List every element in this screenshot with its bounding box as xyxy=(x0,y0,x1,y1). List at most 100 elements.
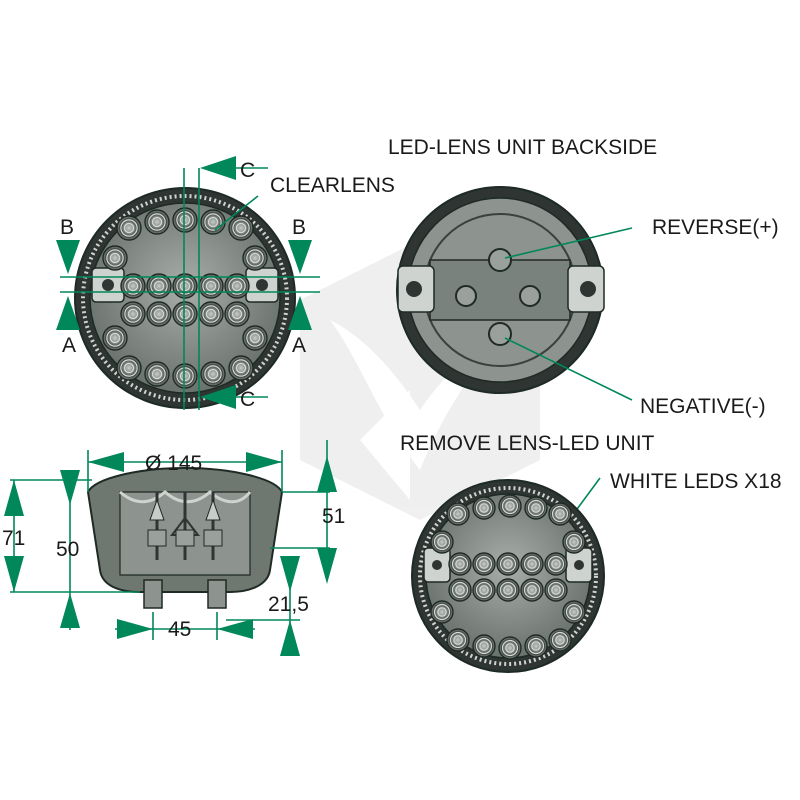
led-icon xyxy=(150,305,168,323)
led-icon xyxy=(207,216,219,228)
led-icon xyxy=(475,499,493,517)
led-icon xyxy=(547,581,565,599)
label-c-top: C xyxy=(240,159,255,182)
led-icon xyxy=(205,308,217,320)
led-icon xyxy=(565,533,583,551)
led-icon xyxy=(475,555,493,573)
led-icon xyxy=(124,277,142,295)
label-b-left: B xyxy=(60,216,74,239)
terminal-reverse xyxy=(488,248,512,272)
led-icon xyxy=(437,537,447,547)
led-icon xyxy=(228,277,246,295)
led-icon xyxy=(148,213,166,231)
led-icon xyxy=(176,277,194,295)
section-lines-front xyxy=(60,167,320,410)
led-icon xyxy=(479,641,489,651)
led-icon xyxy=(449,505,467,523)
dim-mount-spacing: 45 xyxy=(168,618,191,641)
led-icon xyxy=(127,280,139,292)
led-icon xyxy=(235,362,247,374)
label-a-right: A xyxy=(292,334,306,357)
led-icon xyxy=(531,641,541,651)
led-icon xyxy=(475,637,493,655)
dim-depth: 51 xyxy=(322,505,345,528)
led-icon xyxy=(205,280,217,292)
label-c-bottom: C xyxy=(240,388,255,411)
led-icon xyxy=(551,631,569,649)
label-reverse: REVERSE(+) xyxy=(652,216,779,239)
led-icon xyxy=(176,367,194,385)
led-icon xyxy=(151,368,163,380)
led-icon xyxy=(527,637,545,655)
led-icon xyxy=(523,581,541,599)
led-icon xyxy=(531,503,541,513)
led-icon xyxy=(569,607,579,617)
led-icon xyxy=(109,332,121,344)
led-icon xyxy=(176,211,194,229)
led-icon xyxy=(433,603,451,621)
arrow-a-left xyxy=(56,296,80,330)
led-icon xyxy=(501,639,519,657)
led-icon xyxy=(569,537,579,547)
arrow-50-bottom xyxy=(60,593,80,628)
arrow-51-bottom xyxy=(317,548,337,584)
led-icon xyxy=(179,308,191,320)
led-icon xyxy=(179,280,191,292)
leader-reverse xyxy=(504,227,633,259)
backside-title: LED-LENS UNIT BACKSIDE xyxy=(388,136,657,159)
led-icon xyxy=(249,252,261,264)
led-icon xyxy=(527,559,537,569)
arrow-a-right xyxy=(288,296,312,330)
arrow-21-top xyxy=(280,556,300,592)
led-icon xyxy=(449,631,467,649)
led-icon xyxy=(235,222,247,234)
led-icon xyxy=(455,559,465,569)
led-icon xyxy=(437,607,447,617)
led-icon xyxy=(501,497,519,515)
led-icon xyxy=(204,365,222,383)
led-icon xyxy=(123,222,135,234)
led-icon xyxy=(231,280,243,292)
led-icon xyxy=(479,559,489,569)
led-icon xyxy=(124,305,142,323)
arrow-c-top xyxy=(200,156,236,180)
led-icon xyxy=(150,277,168,295)
led-icon xyxy=(527,585,537,595)
led-icon xyxy=(503,559,513,569)
arrow-b-left xyxy=(56,240,80,274)
led-icon xyxy=(246,249,264,267)
led-icon xyxy=(505,643,515,653)
led-icon xyxy=(153,280,165,292)
arrow-51-top xyxy=(317,456,337,492)
label-a-left: A xyxy=(62,334,76,357)
side-section-view xyxy=(86,466,284,609)
led-icon xyxy=(179,214,191,226)
front-led-array xyxy=(102,207,268,389)
arrow-45-left xyxy=(117,619,153,639)
led-icon xyxy=(106,329,124,347)
mount-stud-left xyxy=(143,579,163,609)
led-icon xyxy=(527,499,545,517)
led-icon xyxy=(228,305,246,323)
led-unit-view xyxy=(411,479,605,673)
led-icon xyxy=(204,213,222,231)
arrow-21-bottom xyxy=(280,620,300,656)
arrow-c-bottom xyxy=(200,385,236,409)
led-icon xyxy=(503,585,513,595)
led-icon xyxy=(232,359,250,377)
led-icon xyxy=(249,332,261,344)
led-icon xyxy=(127,308,139,320)
led-icon xyxy=(551,505,569,523)
led-icon xyxy=(453,635,463,645)
led-icon xyxy=(202,277,220,295)
led-icon xyxy=(551,585,561,595)
dim-mount-offset: 21,5 xyxy=(268,593,309,616)
dim-height-body: 50 xyxy=(56,538,79,561)
label-white-leds: WHITE LEDS X18 xyxy=(610,470,782,493)
unit-led-array xyxy=(430,494,586,660)
led-icon xyxy=(433,533,451,551)
terminal-negative xyxy=(488,322,512,346)
arrow-71-top xyxy=(4,480,24,516)
led-icon xyxy=(153,308,165,320)
